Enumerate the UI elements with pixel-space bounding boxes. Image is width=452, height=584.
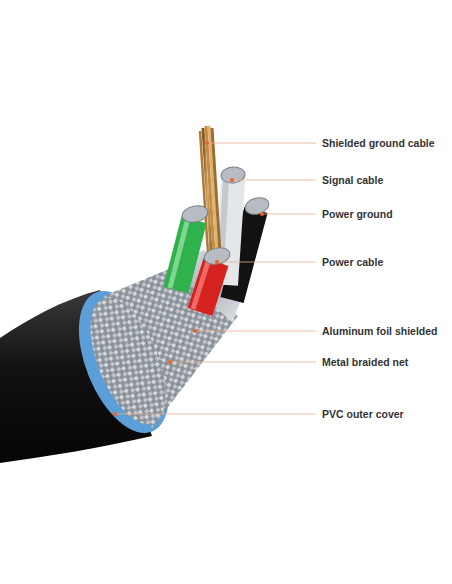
wire-strands (181, 203, 210, 224)
part-label: PVC outer cover (322, 408, 404, 421)
wire-strands (220, 166, 245, 184)
leader-dots (113, 141, 264, 416)
part-label: Signal cable (322, 174, 383, 187)
braided-net-end (75, 288, 181, 435)
part-label: Power cable (322, 256, 383, 269)
power-wire-shine (193, 259, 209, 309)
part-label: Shielded ground cable (322, 137, 435, 150)
part-label: Aluminum foil shielded (322, 325, 438, 338)
copper-strands (200, 126, 221, 268)
part-label: Power ground (322, 208, 393, 221)
wire-strands (243, 195, 270, 217)
part-label: Metal braided net (322, 356, 408, 369)
leader-lines (115, 143, 316, 414)
green-wire-shine (170, 218, 188, 288)
wire-strands (203, 245, 232, 266)
